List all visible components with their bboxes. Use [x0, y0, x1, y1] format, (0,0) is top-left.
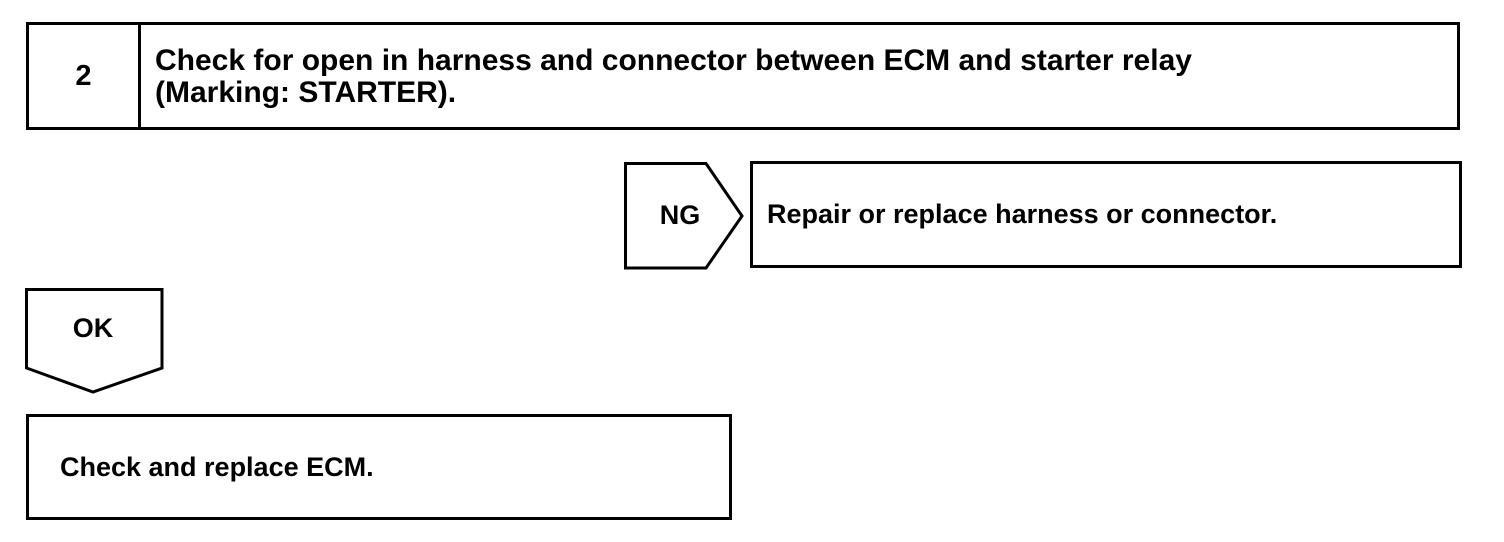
step-title-line-1: Check for open in harness and connector … [155, 44, 1192, 77]
ok-action-box: Check and replace ECM. [26, 414, 732, 520]
ng-action-box: Repair or replace harness or connector. [750, 161, 1462, 268]
ok-arrow-shape [25, 288, 164, 394]
step-title-line-2: (Marking: STARTER). [155, 76, 457, 109]
ok-label: OK [72, 313, 114, 343]
step-number: 2 [29, 25, 141, 127]
ng-arrow-shape [624, 162, 744, 270]
ng-action-text: Repair or replace harness or connector. [767, 199, 1278, 229]
ng-label: NG [659, 200, 701, 230]
step-title: Check for open in harness and connector … [155, 45, 1437, 109]
ok-action-text: Check and replace ECM. [60, 451, 374, 482]
step-box: 2 Check for open in harness and connecto… [26, 22, 1460, 130]
